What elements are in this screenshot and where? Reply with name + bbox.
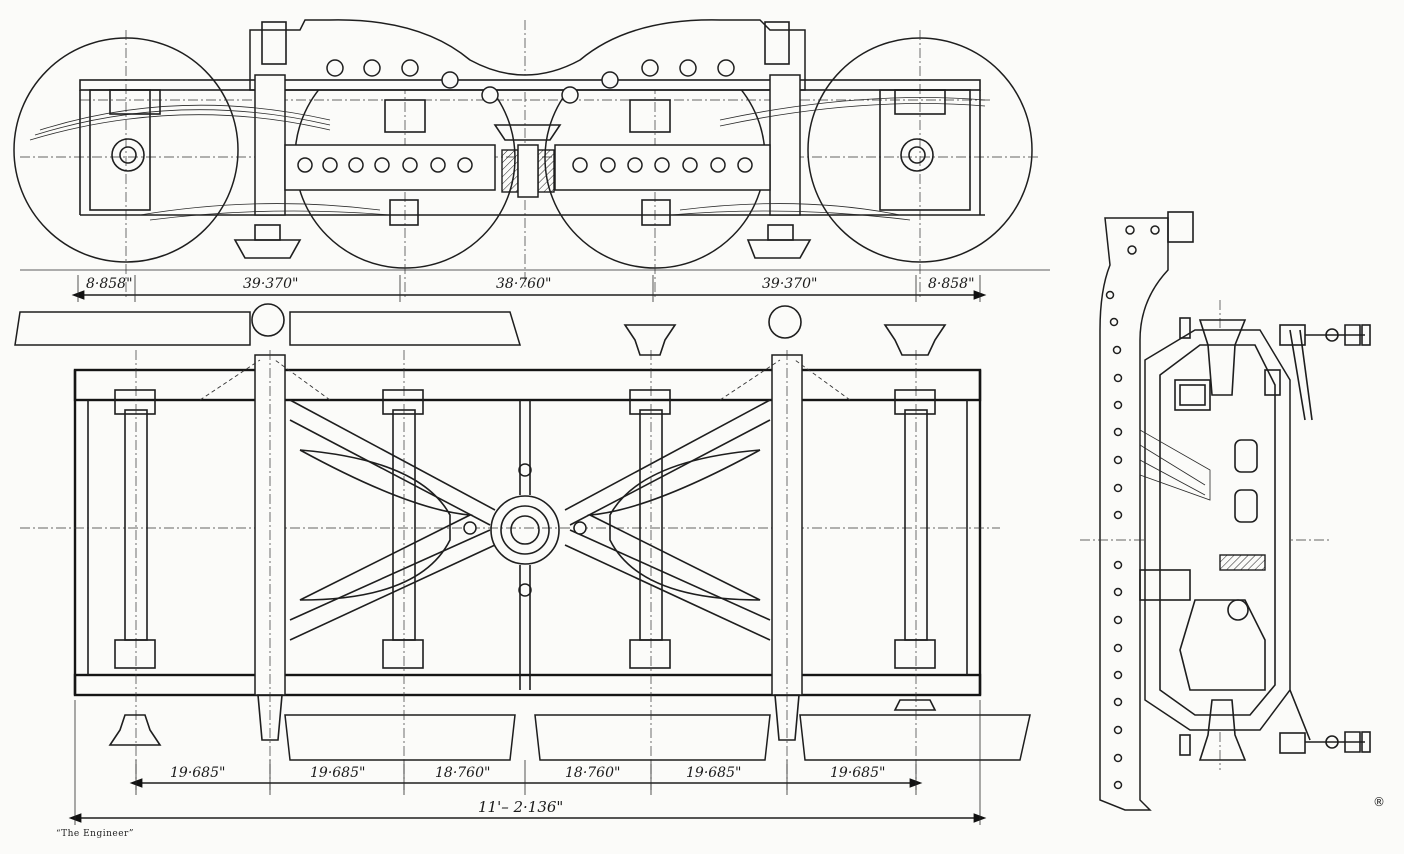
frame-plate-holes (1105, 225, 1160, 790)
dim-plan-5: 19·685" (686, 765, 741, 781)
dim-side-4: 39·370" (762, 276, 817, 292)
dim-plan-3: 18·760" (435, 765, 490, 781)
beam-holes (297, 157, 753, 173)
plan-dimension-lines: 19·685" 19·685" 18·760" 18·760" 19·685" … (68, 700, 987, 825)
dim-plan-2: 19·685" (310, 765, 365, 781)
dim-plan-4: 18·760" (565, 765, 620, 781)
dim-side-5: 8·858" (928, 276, 975, 292)
dim-side-3: 38·760" (496, 276, 551, 292)
side-elevation (13, 19, 1040, 300)
plan-axles (124, 409, 928, 641)
registered-mark: ® (1373, 795, 1385, 809)
dim-side-2: 39·370" (243, 276, 298, 292)
dim-side-1: 8·858" (86, 276, 133, 292)
credit-caption: “The Engineer” (56, 828, 134, 839)
top-plate-holes (326, 59, 735, 104)
side-dimension-line: 8·858" 39·370" 38·760" 39·370" 8·858" (20, 269, 1050, 302)
plan-view (14, 303, 1031, 790)
dim-plan-1: 19·685" (170, 765, 225, 781)
end-section (1080, 211, 1371, 811)
dim-plan-overall: 11'– 2·136" (478, 798, 563, 816)
dim-plan-6: 19·685" (830, 765, 885, 781)
